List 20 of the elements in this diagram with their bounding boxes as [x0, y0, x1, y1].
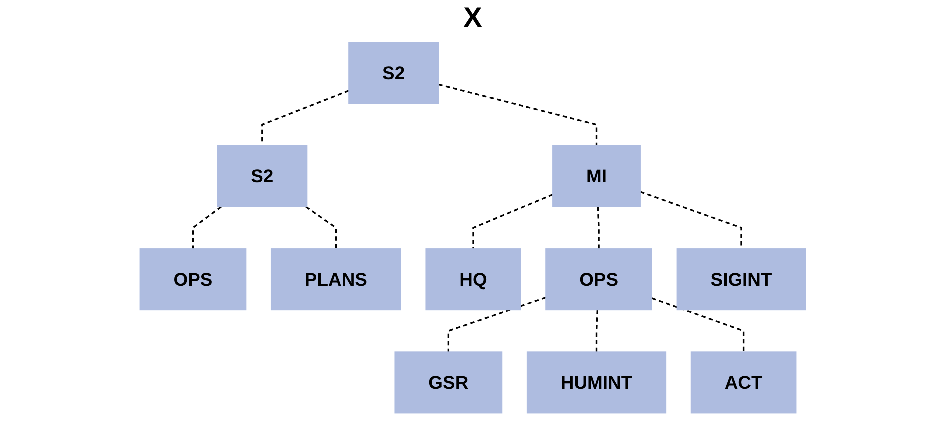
node-box: OPS [140, 248, 247, 311]
node-box: OPS [546, 248, 652, 311]
connector [472, 194, 554, 249]
connector [596, 310, 599, 352]
title: X [464, 2, 482, 34]
node-box: HUMINT [526, 352, 667, 414]
node-box: SIGINT [676, 248, 806, 311]
connector [448, 296, 546, 352]
node-box: S2 [348, 42, 440, 104]
node-box: MI [552, 145, 641, 208]
connector [597, 207, 600, 249]
node-box: HQ [426, 248, 522, 311]
node-box: GSR [394, 352, 503, 414]
node-box: PLANS [270, 248, 402, 311]
connector [306, 206, 338, 249]
connector [652, 298, 745, 352]
connector [192, 206, 222, 249]
node-box: ACT [690, 352, 797, 414]
connector [438, 84, 598, 146]
node-box: S2 [217, 145, 308, 208]
